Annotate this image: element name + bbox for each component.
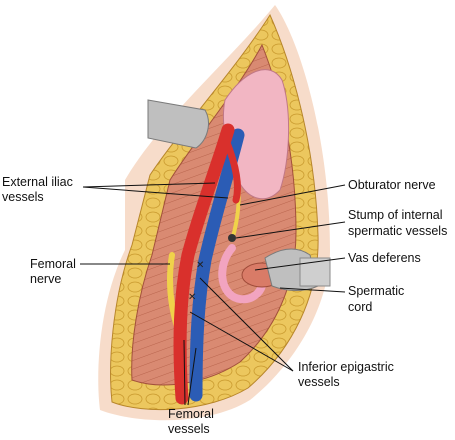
ligature-stump xyxy=(228,234,236,242)
label-vas-deferens: Vas deferens xyxy=(348,251,421,265)
label-stump-internal-spermatic-vessels: Stump of internal spermatic vessels xyxy=(348,208,447,238)
label-obturator-nerve: Obturator nerve xyxy=(348,178,436,192)
leader-lines xyxy=(80,182,346,406)
internal-iliac-branch xyxy=(222,136,242,204)
label-inferior-epigastric-vessels: Inferior epigastric vessels xyxy=(298,360,397,389)
label-femoral-nerve: Femoral nerve xyxy=(30,257,79,286)
lower-retractor-handle xyxy=(299,257,331,287)
suture-mark: ✕ xyxy=(188,292,196,303)
label-spermatic-cord: Spermatic cord xyxy=(348,284,408,314)
iliac-artery xyxy=(173,123,235,405)
iliac-vein xyxy=(189,128,245,402)
label-femoral-vessels: Femoral vessels xyxy=(168,407,217,436)
suture-mark: ✕ xyxy=(196,260,204,271)
label-external-iliac-vessels: External iliac vessels xyxy=(2,175,76,204)
upper-retractor xyxy=(147,99,209,149)
